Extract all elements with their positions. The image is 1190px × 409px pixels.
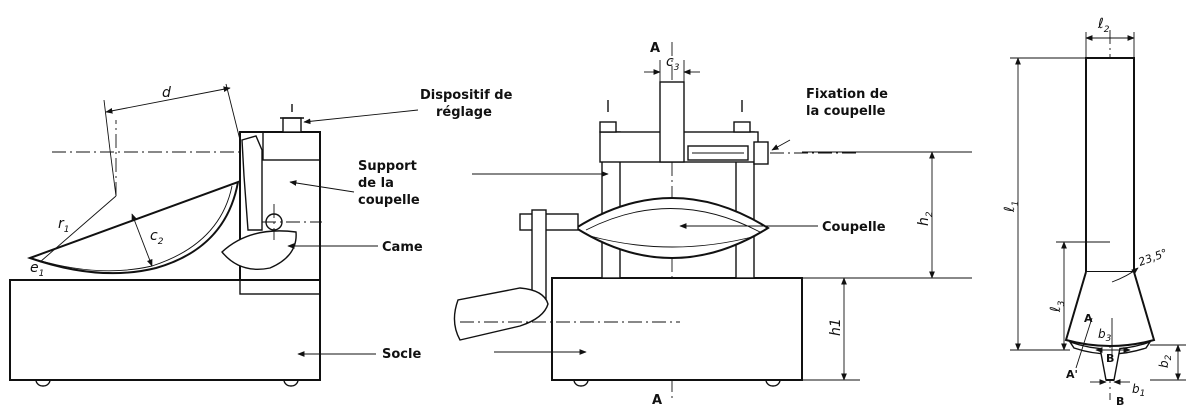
screw-left [599, 121, 617, 133]
tool-shank [1085, 57, 1135, 273]
label-dispositif-1: Dispositif de [420, 88, 513, 103]
dim-c3: c3 [666, 54, 680, 73]
dim-line-d [105, 86, 231, 114]
label-coupelle: Coupelle [822, 220, 886, 235]
screw-right [733, 121, 751, 133]
labels: Dispositif de réglage Fixation de la cou… [30, 16, 1174, 408]
dim-e1: e1 [30, 260, 44, 279]
dim-b2: b2 [1157, 354, 1174, 368]
socle-base-section [9, 279, 321, 381]
label-dispositif-2: réglage [436, 105, 492, 120]
dim-line-c2 [131, 213, 153, 267]
crank-handle [453, 287, 549, 341]
foot-left [35, 379, 51, 387]
label-fixation-2: la coupelle [806, 104, 886, 119]
dim-d: d [162, 85, 171, 101]
label-fixation-1: Fixation de [806, 87, 888, 102]
middle-view [453, 42, 972, 400]
section-b-top: B [1106, 352, 1114, 365]
crank-arm [531, 209, 547, 301]
right-view [1010, 30, 1186, 400]
dim-angle: 23,5° [1137, 246, 1170, 268]
dim-l2: ℓ2 [1097, 16, 1110, 35]
label-support-1: Support [358, 159, 417, 174]
spindle [659, 81, 685, 163]
label-support-2: de la [358, 176, 394, 191]
dim-r1: r1 [58, 216, 70, 235]
left-view [9, 83, 419, 387]
dim-b3: b3 [1098, 327, 1112, 344]
dim-h2: h2 [916, 211, 935, 226]
leader-support [289, 180, 355, 193]
section-b-bottom: B [1116, 395, 1124, 408]
label-came: Came [382, 240, 423, 255]
leader-fixation [771, 139, 791, 151]
label-support-3: coupelle [358, 193, 420, 208]
dim-b1: b1 [1132, 382, 1145, 399]
clamp-finger [241, 135, 263, 231]
socle-base-front [551, 277, 803, 381]
adjust-screw [282, 117, 302, 133]
dim-l3: ℓ3 [1048, 300, 1067, 313]
support-foot-section [239, 279, 321, 295]
crank-axle [519, 213, 579, 231]
section-a-top: A [650, 41, 660, 56]
section-a-prime: A' [1066, 368, 1078, 381]
section-a-right: A [1084, 312, 1093, 325]
label-socle: Socle [382, 347, 421, 362]
dim-angle-arc [1111, 267, 1139, 283]
dim-h1: h1 [828, 318, 844, 336]
section-a-bottom: A [652, 393, 662, 408]
tool-flare [1064, 271, 1156, 347]
leader-dispositif [303, 109, 419, 125]
dim-c2: c2 [150, 228, 164, 247]
dim-l1: ℓ1 [1002, 200, 1021, 213]
foot-right [283, 379, 299, 387]
